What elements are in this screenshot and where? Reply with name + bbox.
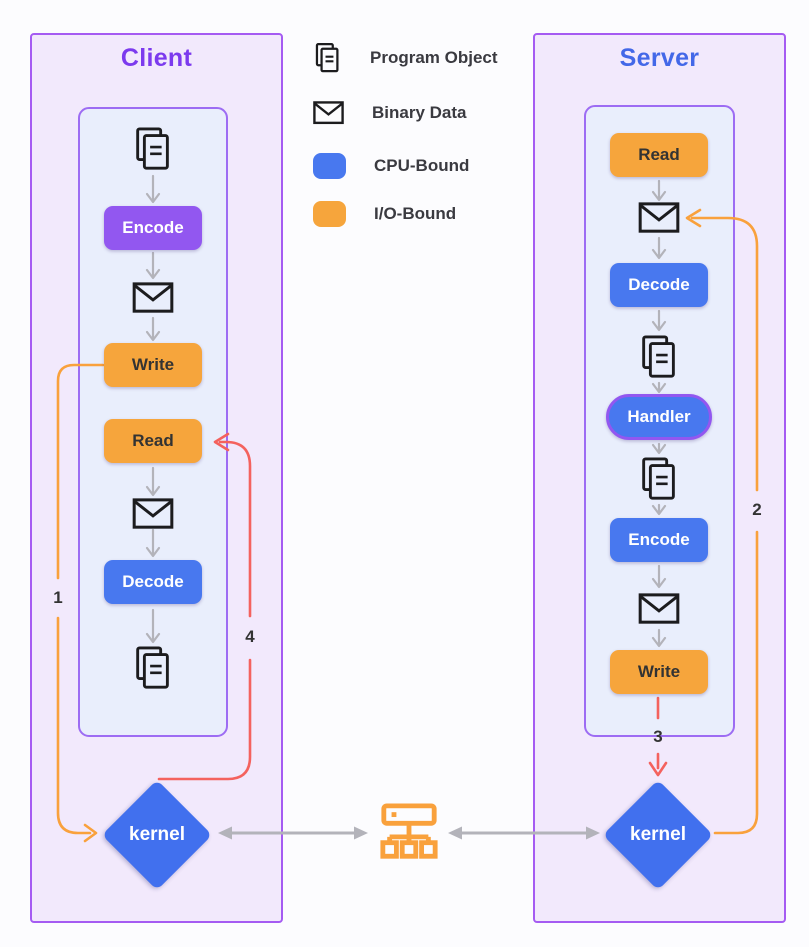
program-object-icon [136,646,169,689]
legend-item-io-bound: I/O-Bound [313,198,456,230]
legend-item-cpu-bound: CPU-Bound [313,150,469,182]
server-title: Server [619,44,700,72]
server-write-box: Write [610,650,708,694]
server-decode-box: Decode [610,263,708,307]
client-kernel-label: kernel [129,823,185,845]
edge-label-2: 2 [752,500,762,519]
legend-label: Program Object [370,48,498,67]
edge-label-3: 3 [653,727,663,746]
legend-item-program-object: Program Object [313,42,498,74]
client-decode-box: Decode [104,560,202,604]
server-handler-box: Handler [606,394,712,440]
network-icon [380,803,438,859]
binary-data-icon [638,593,680,624]
binary-data-icon [638,202,680,233]
server-read-box: Read [610,133,708,177]
cpu-bound-swatch [313,153,346,179]
edge-label-4: 4 [245,627,255,646]
binary-data-icon [313,101,344,125]
binary-data-icon [132,282,174,313]
program-object-icon [642,457,675,500]
server-encode-box: Encode [610,518,708,562]
client-title: Client [120,44,193,72]
binary-data-icon [132,498,174,529]
legend-label: I/O-Bound [374,204,457,223]
server-kernel-label: kernel [630,823,686,845]
legend-item-binary-data: Binary Data [313,97,466,129]
legend-label: Binary Data [372,103,467,122]
program-object-icon [642,335,675,378]
legend-label: CPU-Bound [374,156,470,175]
client-encode-box: Encode [104,206,202,250]
client-write-box: Write [104,343,202,387]
program-object-icon [315,43,339,73]
program-object-icon [136,127,169,170]
io-bound-swatch [313,201,346,227]
edge-label-1: 1 [53,588,63,607]
client-read-box: Read [104,419,202,463]
